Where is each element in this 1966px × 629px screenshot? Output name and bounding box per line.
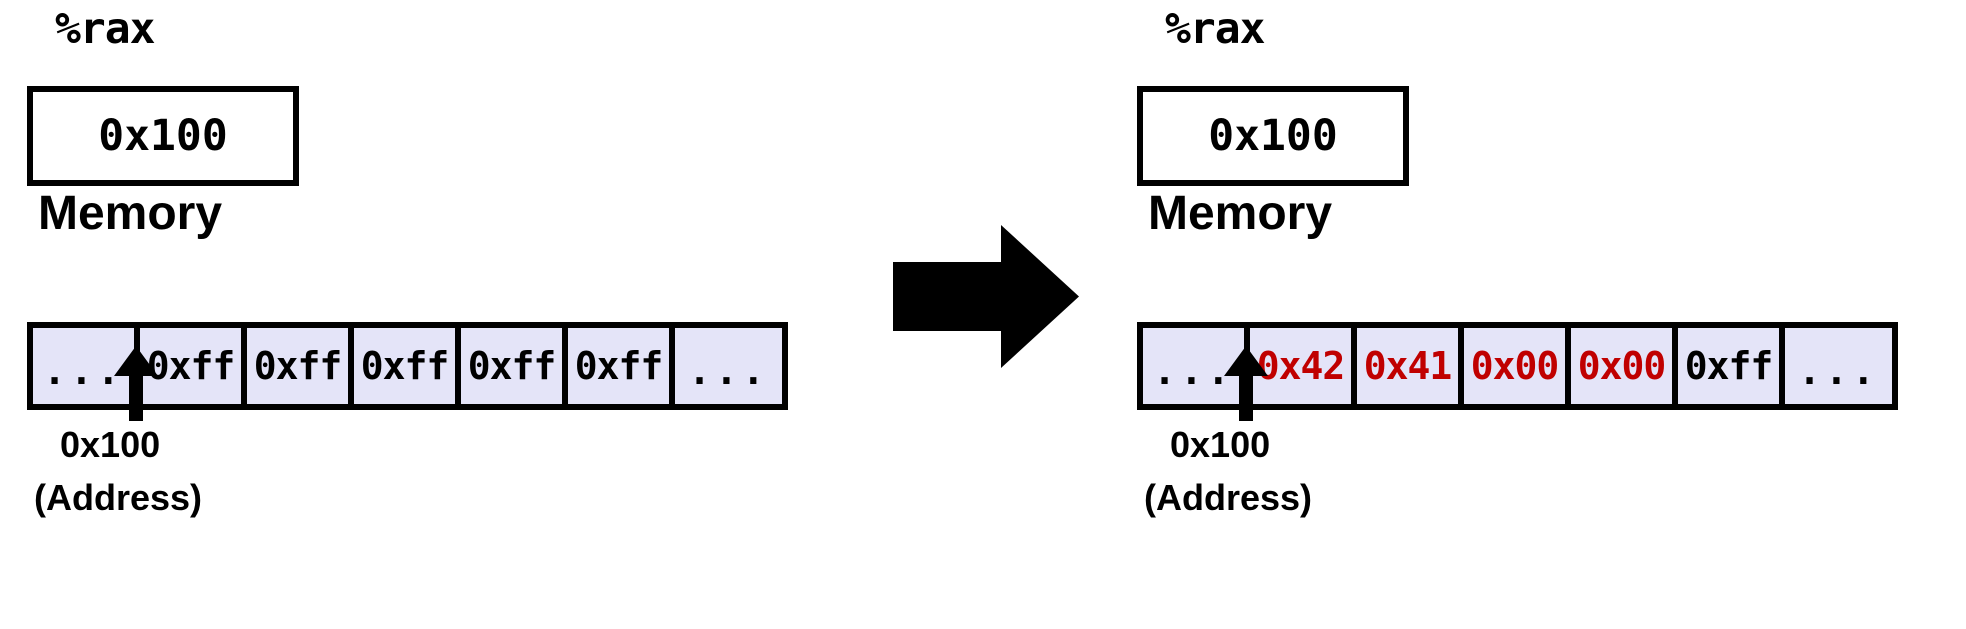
- memory-cell: 0xff: [461, 328, 568, 404]
- up-arrow-icon: [114, 346, 158, 421]
- up-arrow-icon: [1224, 346, 1268, 421]
- register-name-label: %rax: [55, 4, 156, 54]
- pointer-address-caption: (Address): [34, 477, 203, 518]
- register-box: 0x100: [27, 86, 299, 186]
- pointer-address-value: 0x100: [60, 424, 161, 465]
- memory-cell: 0xff: [1678, 328, 1785, 404]
- memory-cell: 0xff: [568, 328, 675, 404]
- memory-row: ... 0x42 0x41 0x00 0x00 0xff ...: [1137, 322, 1898, 410]
- memory-cell: 0xff: [140, 328, 247, 404]
- panel-before: %rax 0x100 Memory ... 0xff 0xff 0xff 0xf…: [10, 0, 870, 629]
- memory-cell: ...: [675, 328, 782, 404]
- register-name-label: %rax: [1165, 4, 1266, 54]
- memory-label: Memory: [38, 187, 223, 240]
- memory-row: ... 0xff 0xff 0xff 0xff 0xff ...: [27, 322, 788, 410]
- pointer-address-value: 0x100: [1170, 424, 1271, 465]
- memory-cell: 0x42: [1250, 328, 1357, 404]
- memory-cell: 0xff: [354, 328, 461, 404]
- register-value: 0x100: [1208, 110, 1338, 161]
- memory-cell: 0x41: [1357, 328, 1464, 404]
- memory-cell: 0xff: [247, 328, 354, 404]
- memory-cell: 0x00: [1571, 328, 1678, 404]
- register-box: 0x100: [1137, 86, 1409, 186]
- memory-cell: 0x00: [1464, 328, 1571, 404]
- pointer-address-caption: (Address): [1144, 477, 1313, 518]
- memory-cell: ...: [1785, 328, 1892, 404]
- memory-label: Memory: [1148, 187, 1333, 240]
- panel-after: %rax 0x100 Memory ... 0x42 0x41 0x00 0x0…: [1120, 0, 1966, 629]
- register-value: 0x100: [98, 110, 228, 161]
- right-arrow-icon: [893, 225, 1079, 368]
